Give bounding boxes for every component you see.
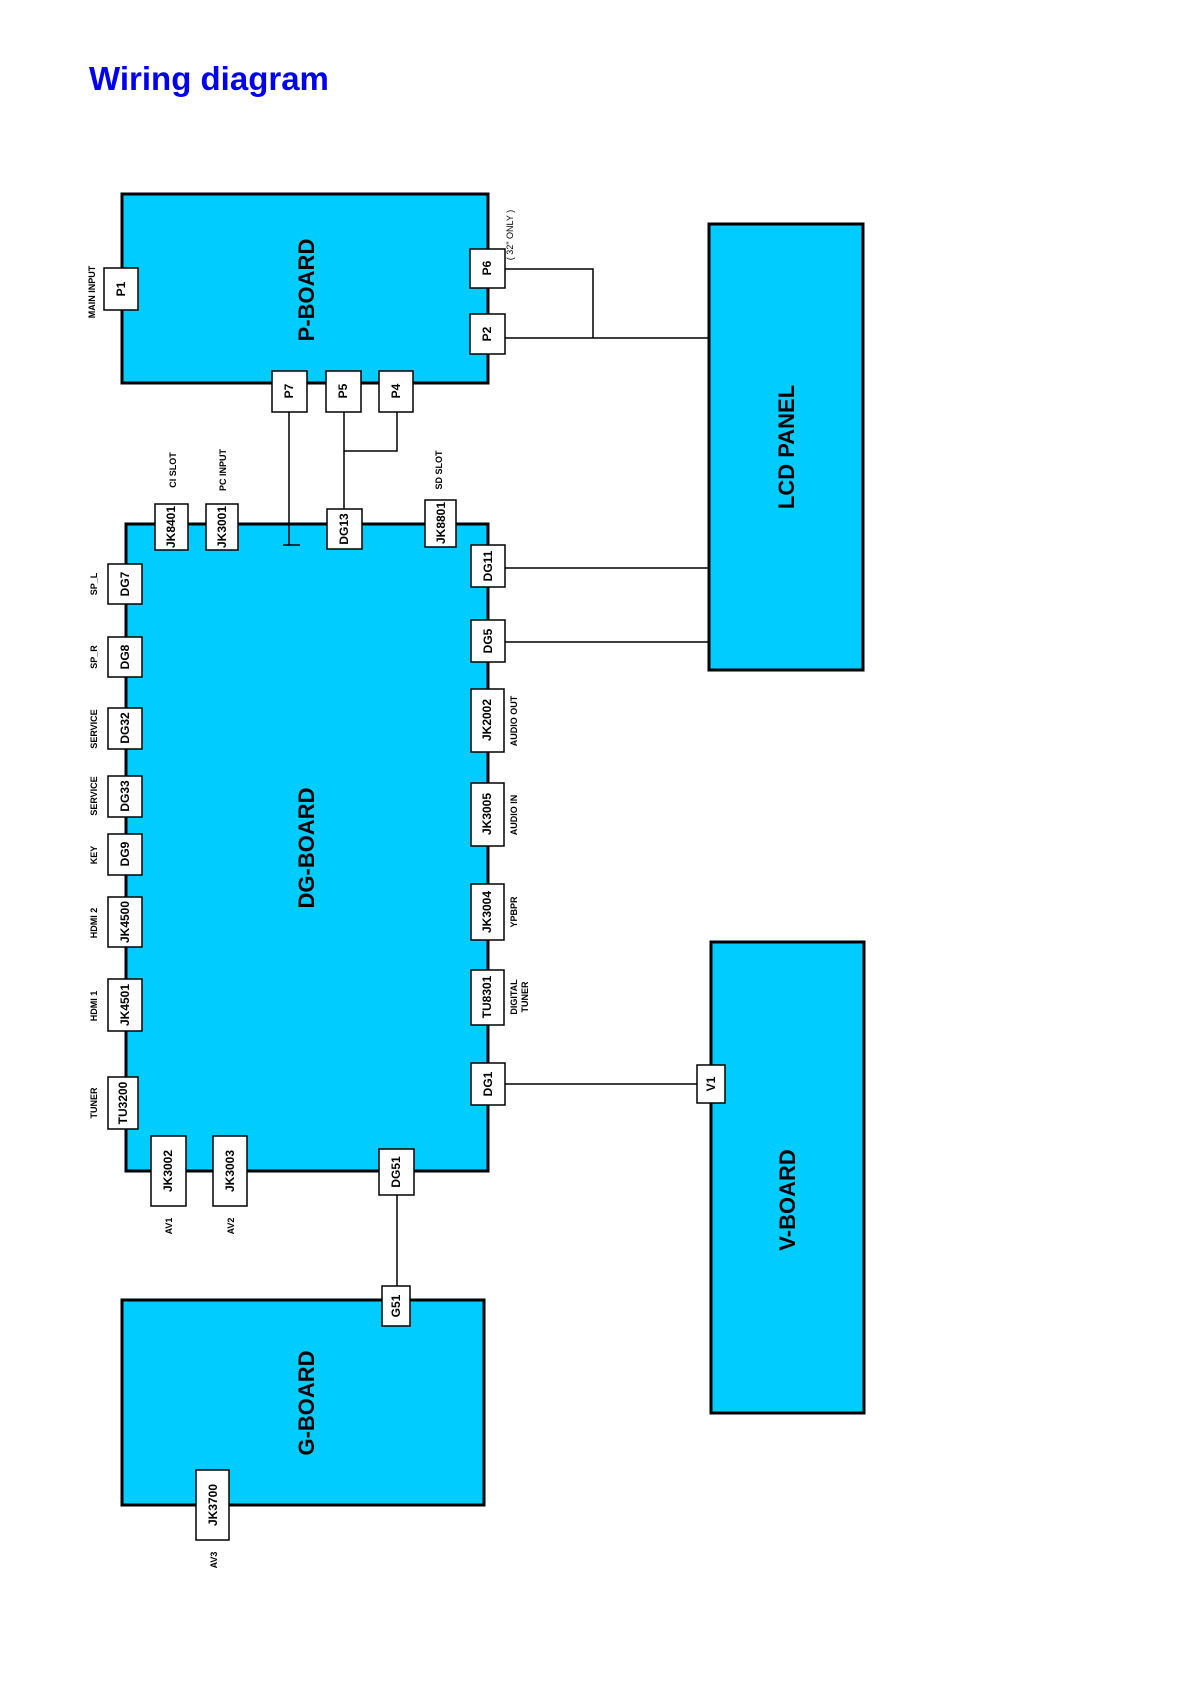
svg-text:JK8801: JK8801 [434,502,448,544]
connector-jk4500: JK4500 [107,896,143,948]
connector-dg8: DG8 [107,636,143,678]
label-ypbpr: YPBPR [509,896,519,928]
svg-text:DG33: DG33 [118,780,132,812]
svg-text:DG8: DG8 [118,644,132,669]
svg-text:P7: P7 [282,383,296,398]
svg-text:JK3003: JK3003 [223,1150,237,1192]
label-digital: DIGITAL [509,979,519,1015]
connector-p5: P5 [325,370,362,413]
label-audio-in: AUDIO IN [509,795,519,836]
label-hdmi-1: HDMI 1 [89,991,99,1022]
connector-dg13: DG13 [326,508,363,550]
label-note-32: ( 32" ONLY ) [505,210,515,260]
svg-text:JK3700: JK3700 [206,1484,220,1526]
connector-jk4501: JK4501 [107,978,143,1032]
svg-text:DG13: DG13 [337,513,351,545]
wire-p6-lcd [505,268,594,338]
connector-p1: P1 [103,267,139,311]
connector-p2: P2 [469,313,506,355]
label-av3: AV3 [209,1552,219,1569]
svg-text:P5: P5 [336,383,350,398]
g-board: G-BOARD [120,1298,486,1507]
port-labels: MAIN INPUT ( 32" ONLY ) CI SLOT PC INPUT… [87,210,530,1569]
label-av1: AV1 [164,1218,174,1235]
wire-p5-p4-dg13 [343,412,398,452]
svg-text:P2: P2 [480,326,494,341]
svg-text:P1: P1 [114,281,128,296]
connector-p4: P4 [378,370,414,413]
lcd-panel-label: LCD PANEL [774,385,799,509]
connector-dg5: DG5 [470,619,506,663]
connector-jk3004: JK3004 [470,883,505,941]
connector-jk3700: JK3700 [195,1469,230,1541]
connector-dg1: DG1 [470,1062,506,1106]
svg-text:P4: P4 [389,383,403,398]
connector-dg9: DG9 [107,833,143,876]
svg-text:JK3002: JK3002 [161,1150,175,1192]
connector-jk3003: JK3003 [212,1135,248,1207]
label-sp-l: SP_L [89,572,99,595]
p-board: P-BOARD [120,192,490,385]
svg-text:JK4501: JK4501 [118,984,132,1026]
svg-text:V1: V1 [704,1076,718,1091]
svg-text:DG7: DG7 [118,571,132,596]
connector-jk8401: JK8401 [154,503,189,551]
connector-tu3200: TU3200 [107,1076,139,1130]
connector-jk8801: JK8801 [424,499,457,548]
label-av2: AV2 [226,1218,236,1235]
p-board-label: P-BOARD [294,239,319,342]
label-service-2: SERVICE [89,776,99,815]
label-tuner: TUNER [89,1087,99,1118]
label-tuner-digital: TUNER [520,981,530,1012]
label-audio-out: AUDIO OUT [509,695,519,746]
label-sp-r: SP_R [89,645,99,669]
connector-jk2002: JK2002 [470,688,505,753]
wires [283,268,709,1286]
svg-text:JK2002: JK2002 [480,699,494,741]
connector-jk3002: JK3002 [150,1135,187,1207]
connector-v1: V1 [696,1064,726,1104]
svg-text:DG9: DG9 [118,841,132,866]
label-hdmi-2: HDMI 2 [89,908,99,939]
svg-text:DG32: DG32 [118,712,132,744]
label-sd-slot: SD SLOT [434,450,444,490]
connector-jk3001: JK3001 [205,503,239,551]
connector-g51: G51 [381,1285,411,1327]
connector-dg7: DG7 [107,563,143,605]
svg-text:DG1: DG1 [481,1071,495,1096]
connector-dg33: DG33 [107,775,143,818]
svg-text:DG5: DG5 [481,628,495,653]
label-key: KEY [89,846,99,865]
label-service-1: SERVICE [89,709,99,748]
connector-dg11: DG11 [470,544,506,588]
v-board: V-BOARD [709,940,866,1415]
svg-text:DG51: DG51 [389,1156,403,1188]
g-board-label: G-BOARD [294,1350,319,1455]
connector-p6: P6 [469,248,506,289]
svg-text:G51: G51 [389,1294,403,1317]
connector-p7: P7 [271,370,308,413]
label-pc-input: PC INPUT [218,449,228,492]
connector-dg51: DG51 [378,1148,415,1196]
svg-text:DG11: DG11 [481,550,495,581]
svg-text:JK4500: JK4500 [118,901,132,943]
page-title: Wiring diagram [89,60,329,97]
lcd-panel: LCD PANEL [707,222,865,672]
svg-text:JK3004: JK3004 [480,891,494,933]
label-ci-slot: CI SLOT [168,452,178,488]
v-board-label: V-BOARD [775,1149,800,1250]
connector-jk3005: JK3005 [470,782,505,847]
label-main-input: MAIN INPUT [87,265,97,318]
svg-text:JK3001: JK3001 [215,506,229,548]
connector-dg32: DG32 [107,707,143,750]
svg-text:TU3200: TU3200 [116,1081,130,1124]
connector-tu8301: TU8301 [470,969,505,1026]
svg-text:JK3005: JK3005 [480,793,494,835]
svg-text:P6: P6 [480,260,494,275]
svg-text:TU8301: TU8301 [480,975,494,1018]
dg-board: DG-BOARD [124,522,490,1173]
svg-text:JK8401: JK8401 [164,506,178,548]
dg-board-label: DG-BOARD [294,788,319,909]
